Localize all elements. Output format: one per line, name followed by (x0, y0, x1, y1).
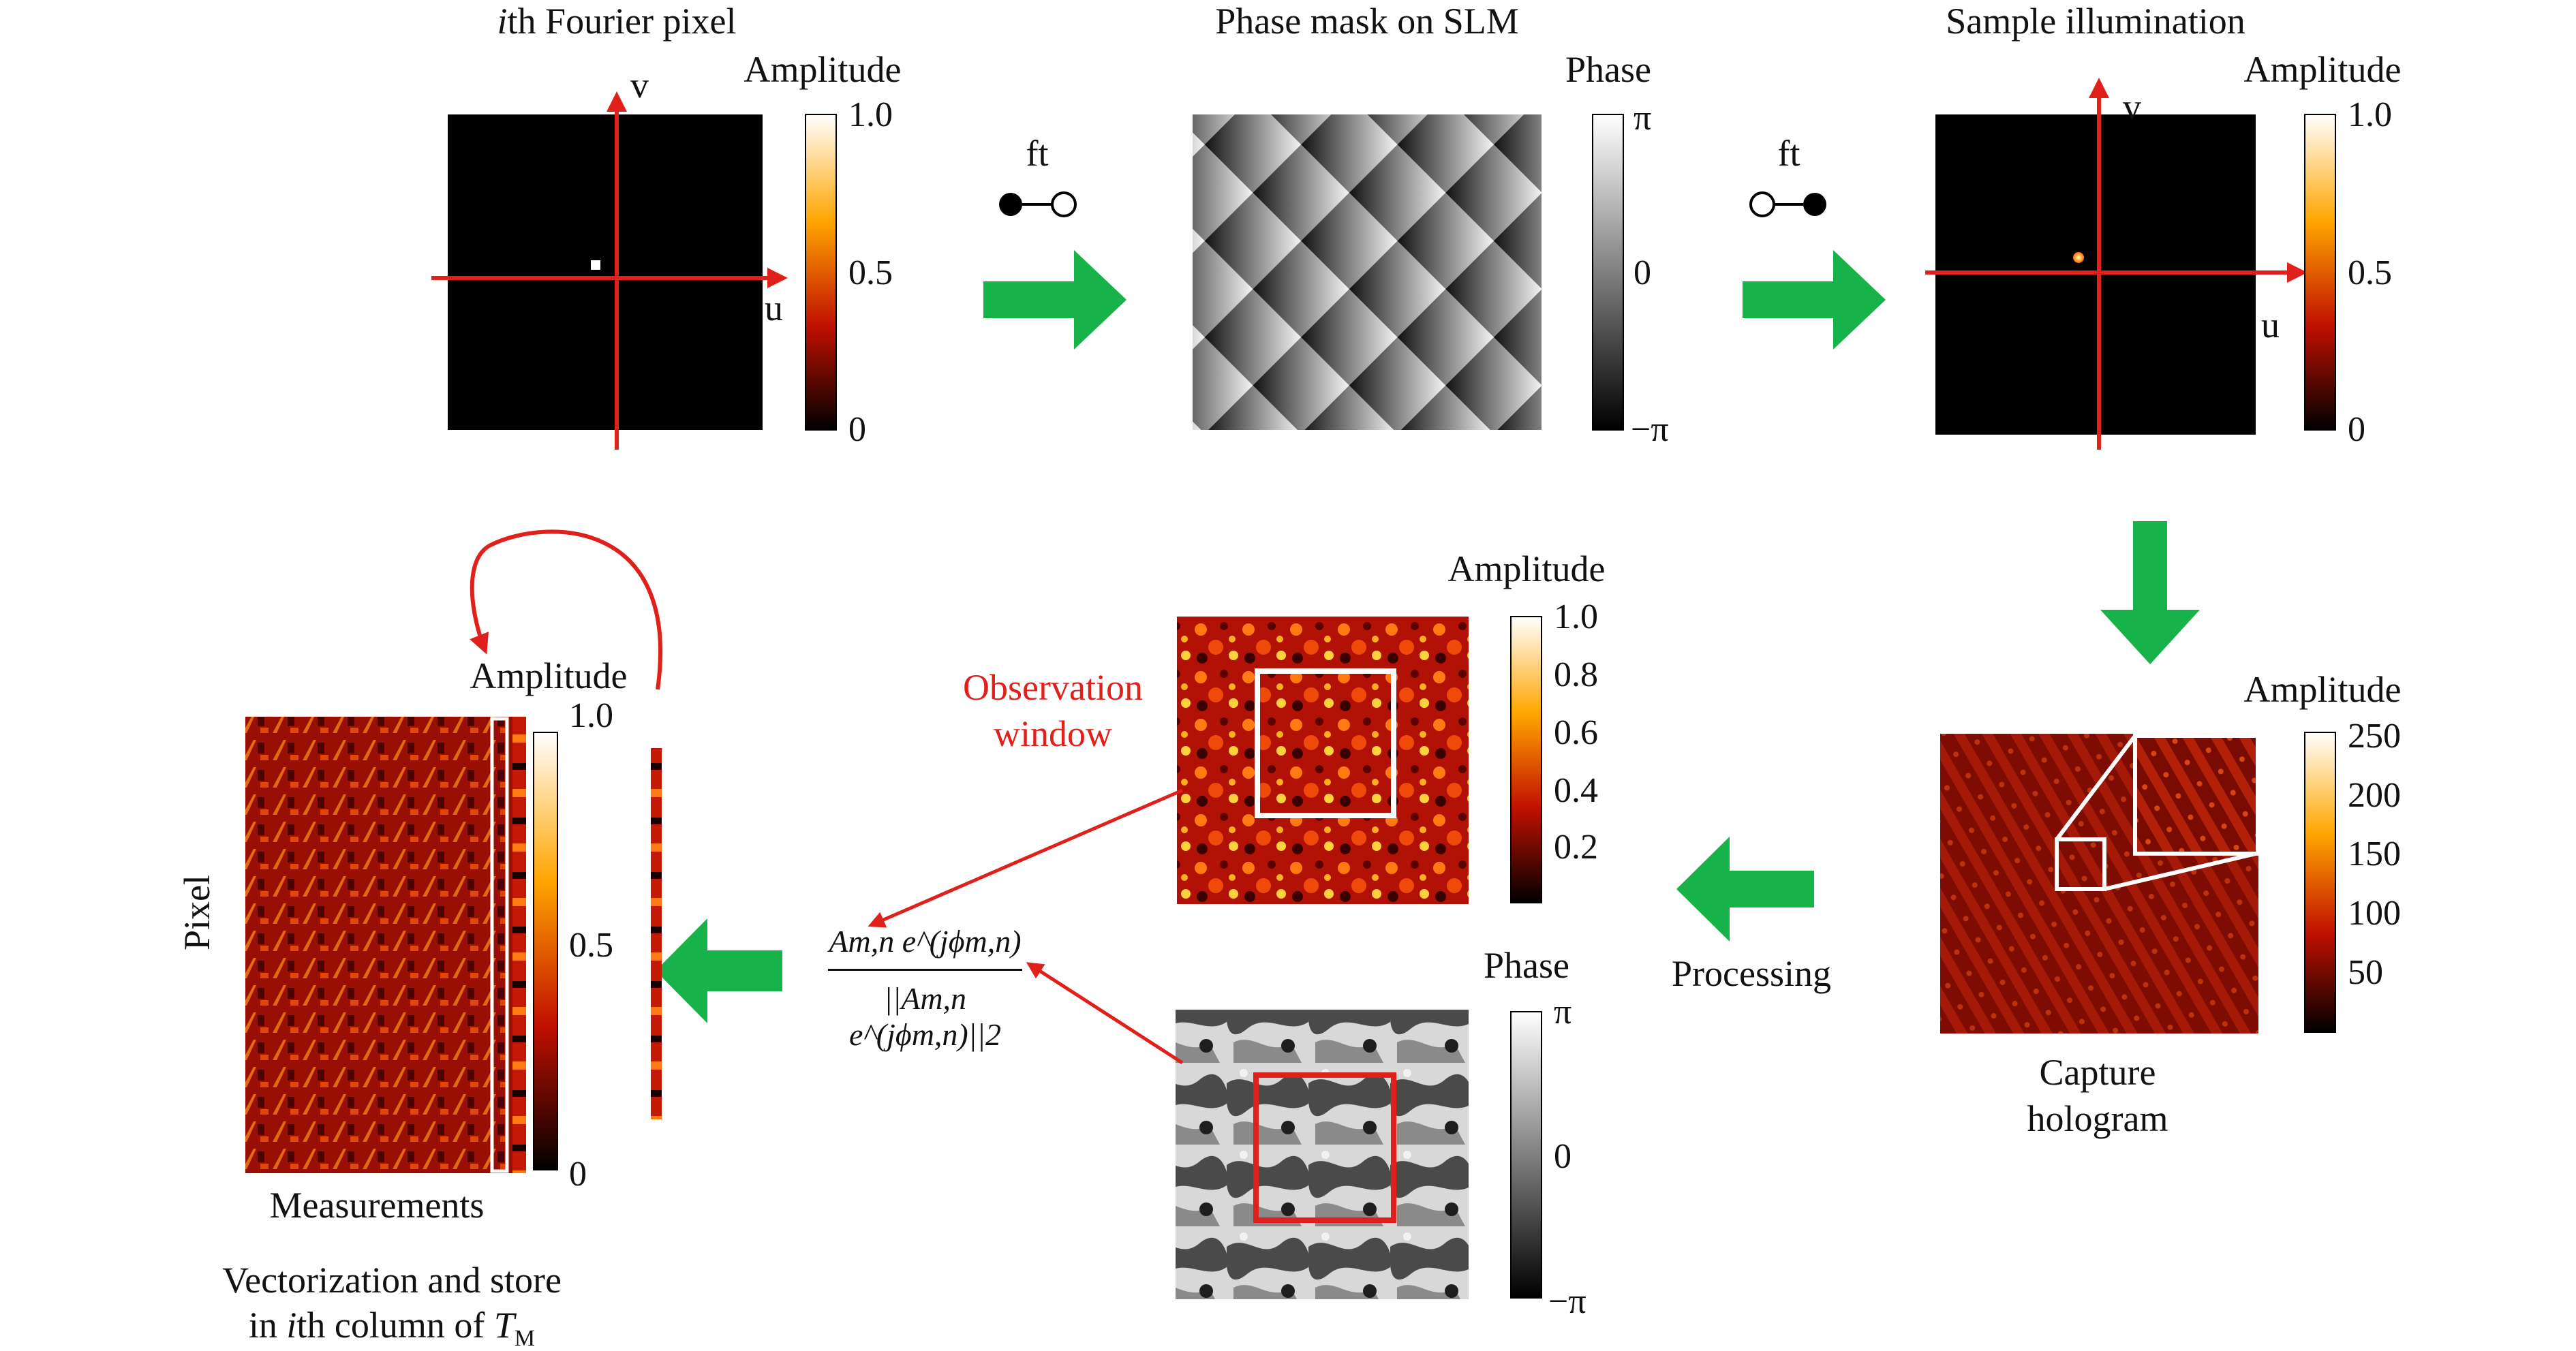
fourier-tick-max: 1.0 (848, 95, 893, 134)
measurements-x-label: Measurements (269, 1185, 485, 1226)
illumination-tick-max: 1.0 (2348, 95, 2392, 134)
meas-tick-mid: 0.5 (569, 926, 613, 965)
measurements-colorbar-label: Amplitude (470, 655, 628, 696)
green-arrow-down (2100, 521, 2200, 664)
observation-window-phase (1253, 1072, 1396, 1223)
observation-phase-panel (1176, 1010, 1542, 1299)
fourier-pixel-panel (431, 91, 837, 450)
measurements-new-column (512, 717, 526, 1173)
hologram-zoom-inset (2133, 734, 2260, 856)
measurements-column-highlight (490, 717, 509, 1173)
hologram-tick-200: 200 (2348, 776, 2401, 815)
observation-window-label: Observation window (963, 667, 1143, 754)
illumination-tick-mid: 0.5 (2348, 253, 2392, 292)
observation-phase-colorbar-label: Phase (1484, 945, 1569, 986)
fourier-colorbar (805, 114, 837, 431)
hologram-colorbar (2304, 732, 2336, 1033)
sample-illumination-panel (1925, 78, 2336, 450)
hologram-panel (1940, 732, 2336, 1034)
hologram-tick-50: 50 (2348, 953, 2383, 992)
flow-arrow-2 (1743, 191, 1886, 350)
ft-open-circle (1051, 191, 1077, 217)
measurements-colorbar (533, 732, 558, 1170)
vectorized-column (651, 748, 662, 1119)
observation-amplitude-colorbar (1510, 616, 1542, 903)
phase-mask-tick-min: −π (1631, 410, 1669, 449)
fourier-title: ith Fourier pixel (497, 1, 737, 42)
fourier-pixel-dot (591, 260, 600, 270)
obs-phase-tick-max: π (1554, 993, 1572, 1031)
ft-open-circle (1749, 191, 1775, 217)
ft-filled-circle (999, 193, 1022, 216)
ft-label-1: ft (1026, 133, 1049, 174)
fourier-u-label: u (765, 288, 783, 328)
flow-arrow-1 (983, 191, 1126, 350)
phase-mask-tick-max: π (1634, 99, 1652, 138)
red-arrow-amplitude-to-formula (868, 788, 1183, 928)
fourier-pixel-image (448, 114, 763, 430)
phase-mask-colorbar-label: Phase (1565, 49, 1651, 90)
meas-tick-min: 0 (569, 1155, 587, 1194)
observation-amplitude-colorbar-label: Amplitude (1447, 548, 1606, 589)
observation-amplitude-panel (1177, 616, 1542, 904)
fourier-tick-min: 0 (848, 410, 866, 449)
measurements-caption-line2: in ith column of TM (248, 1305, 536, 1351)
observation-phase-colorbar (1510, 1011, 1542, 1299)
illumination-tick-min: 0 (2348, 410, 2365, 449)
ft-filled-circle (1803, 193, 1826, 216)
green-arrow-right-1 (983, 250, 1126, 350)
obs-phase-tick-min: −π (1548, 1282, 1586, 1321)
hologram-colorbar-label: Amplitude (2243, 669, 2402, 710)
obs-phase-tick-mid: 0 (1554, 1137, 1571, 1176)
measurements-caption-line1: Vectorization and store (222, 1260, 562, 1301)
hologram-tick-250: 250 (2348, 717, 2401, 756)
illumination-title: Sample illumination (1946, 1, 2245, 42)
formula-denominator: ||Am,n e^(jϕm,n)||2 (848, 981, 1002, 1052)
obs-amp-tick-2: 0.8 (1554, 655, 1598, 694)
obs-amp-tick-1: 1.0 (1554, 597, 1598, 636)
illumination-u-label: u (2261, 305, 2280, 345)
hologram-zoom-source (2055, 837, 2106, 891)
illumination-spot (2073, 252, 2084, 263)
fourier-v-label: v (630, 65, 649, 106)
fourier-colorbar-label: Amplitude (743, 49, 902, 90)
measurements-matrix (245, 717, 526, 1173)
illumination-v-label: v (2123, 87, 2141, 127)
illumination-colorbar (2304, 114, 2336, 431)
obs-amp-tick-3: 0.6 (1554, 713, 1598, 752)
measurements-y-label: Pixel (177, 874, 217, 950)
hologram-caption: Capture hologram (2027, 1052, 2168, 1139)
phase-mask-tick-mid: 0 (1634, 253, 1651, 292)
meas-tick-max: 1.0 (569, 696, 613, 735)
phase-mask-colorbar (1592, 114, 1624, 431)
hologram-tick-150: 150 (2348, 835, 2401, 873)
green-arrow-left-processing (1676, 837, 1814, 942)
observation-amplitude-image (1177, 617, 1469, 904)
illumination-colorbar-label: Amplitude (2243, 49, 2402, 90)
phase-mask-panel (1193, 114, 1624, 431)
green-arrow-left-vectorize (656, 918, 782, 1023)
observation-window-amplitude (1255, 668, 1396, 818)
processing-label: Processing (1672, 953, 1831, 994)
normalization-formula: Am,n e^(jϕm,n) ||Am,n e^(jϕm,n)||2 (828, 923, 1022, 1053)
hologram-tick-100: 100 (2348, 894, 2401, 933)
green-arrow-right-2 (1743, 250, 1886, 350)
formula-numerator: Am,n e^(jϕm,n) (828, 923, 1022, 971)
red-arrow-phase-to-formula (1026, 962, 1184, 1065)
obs-amp-tick-4: 0.4 (1554, 771, 1598, 810)
ft-label-2: ft (1777, 133, 1800, 174)
red-curved-arrow-store (470, 529, 663, 690)
fourier-tick-mid: 0.5 (848, 253, 893, 292)
observation-phase-image (1176, 1010, 1469, 1299)
obs-amp-tick-5: 0.2 (1554, 828, 1598, 867)
measurements-panel (245, 529, 663, 1173)
phase-mask-image (1193, 114, 1542, 430)
phase-mask-title: Phase mask on SLM (1215, 1, 1519, 42)
